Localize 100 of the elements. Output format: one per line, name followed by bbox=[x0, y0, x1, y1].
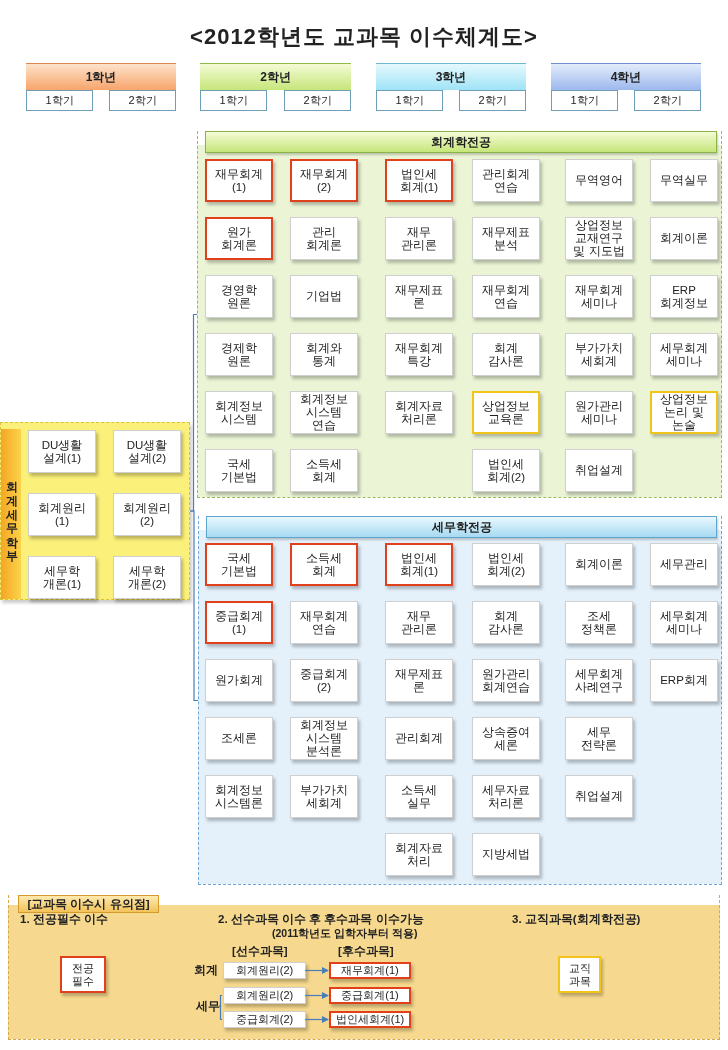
required-course-box: 법인세회계(1) bbox=[329, 1011, 411, 1028]
course-box: 세무회계 사례연구 bbox=[565, 659, 633, 702]
bracket-line bbox=[218, 994, 223, 1007]
course-box: 재무 관리론 bbox=[385, 217, 453, 260]
course-box: 회계정보 시스템 연습 bbox=[290, 391, 358, 434]
course-box: 회계와 통계 bbox=[290, 333, 358, 376]
school-panel bbox=[0, 422, 190, 600]
course-box: 조세론 bbox=[205, 717, 273, 760]
course-box: 세무회계 세미나 bbox=[650, 333, 718, 376]
required-course-box: 법인세 회계(1) bbox=[385, 159, 453, 202]
course-box: 회계이론 bbox=[650, 217, 718, 260]
course-box: 지방세법 bbox=[472, 833, 540, 876]
section-heading: 1. 전공필수 이수 bbox=[20, 912, 108, 927]
course-box: 회계정보 시스템 분석론 bbox=[290, 717, 358, 760]
year-header-box bbox=[376, 63, 526, 110]
course-box: 재무회계 특강 bbox=[385, 333, 453, 376]
course-box: 취업설계 bbox=[565, 449, 633, 492]
major-panel bbox=[197, 131, 722, 498]
course-box: 재무제표 론 bbox=[385, 659, 453, 702]
teaching-course-box: 교직 과목 bbox=[558, 956, 601, 993]
semester-box: 1학기 bbox=[200, 90, 267, 111]
course-box: 상속증여 세론 bbox=[472, 717, 540, 760]
course-box: 조세 정책론 bbox=[565, 601, 633, 644]
notes-heading-tab: [교과목 이수시 유의점] bbox=[18, 895, 159, 913]
arrow bbox=[304, 992, 329, 999]
bracket-line bbox=[189, 510, 199, 702]
course-box: 부가가치 세회계 bbox=[290, 775, 358, 818]
course-box: 회계정보 시스템론 bbox=[205, 775, 273, 818]
arrow bbox=[304, 967, 329, 974]
diagram-title: <2012학년도 교과목 이수체계도> bbox=[189, 23, 539, 51]
course-box: 세무자료 처리론 bbox=[472, 775, 540, 818]
course-box: 세무학 개론(2) bbox=[113, 556, 181, 599]
semester-box: 2학기 bbox=[634, 90, 701, 111]
year-label: 1학년 bbox=[84, 68, 118, 86]
required-course-box: 중급회계(1) bbox=[329, 987, 411, 1004]
course-box: 회계원리 (1) bbox=[28, 493, 96, 536]
teaching-course-box: 상업정보 논리 및 논술 bbox=[650, 391, 718, 434]
note-text: (2011학년도 입학자부터 적용) bbox=[272, 927, 418, 941]
required-course-box: 재무회계 (2) bbox=[290, 159, 358, 202]
course-box: 세무학 개론(1) bbox=[28, 556, 96, 599]
course-box: 재무회계 세미나 bbox=[565, 275, 633, 318]
year-label: 3학년 bbox=[434, 68, 468, 86]
course-box: 원가관리 세미나 bbox=[565, 391, 633, 434]
course-box: 원가회계 bbox=[205, 659, 273, 702]
course-box: 재무회계 연습 bbox=[472, 275, 540, 318]
course-box: 원가관리 회계연습 bbox=[472, 659, 540, 702]
major-panel bbox=[198, 516, 722, 885]
required-course-box: 중급회계 (1) bbox=[205, 601, 273, 644]
course-box: ERP회계 bbox=[650, 659, 718, 702]
course-box: 중급회계 (2) bbox=[290, 659, 358, 702]
course-box: 법인세 회계(2) bbox=[472, 543, 540, 586]
course-box: 재무 관리론 bbox=[385, 601, 453, 644]
course-box: 세무 전략론 bbox=[565, 717, 633, 760]
course-box: 무역실무 bbox=[650, 159, 718, 202]
year-label: 4학년 bbox=[609, 68, 643, 86]
required-course-box: 전공 필수 bbox=[60, 956, 106, 993]
course-box: 중급회계(2) bbox=[223, 1011, 306, 1028]
course-box: 회계자료 처리 bbox=[385, 833, 453, 876]
semester-box: 2학기 bbox=[109, 90, 176, 111]
course-box: 회계자료 처리론 bbox=[385, 391, 453, 434]
year-label: 2학년 bbox=[259, 68, 292, 86]
course-box: 국세 기본법 bbox=[205, 449, 273, 492]
school-heading-bar: 회계세무학부 bbox=[1, 429, 21, 599]
arrow bbox=[304, 1016, 329, 1023]
course-box: 경제학 원론 bbox=[205, 333, 273, 376]
course-box: 회계원리(2) bbox=[223, 962, 306, 979]
required-course-box: 재무회계 (1) bbox=[205, 159, 273, 202]
required-course-box: 법인세 회계(1) bbox=[385, 543, 453, 586]
course-box: 취업설계 bbox=[565, 775, 633, 818]
course-box: 기업법 bbox=[290, 275, 358, 318]
course-box: 부가가치 세회계 bbox=[565, 333, 633, 376]
course-box: 회계원리 (2) bbox=[113, 493, 181, 536]
year-header-box bbox=[200, 63, 351, 110]
required-course-box: 원가 회계론 bbox=[205, 217, 273, 260]
course-box: 관리 회계론 bbox=[290, 217, 358, 260]
course-box: 회계 감사론 bbox=[472, 601, 540, 644]
required-course-box: 국세 기본법 bbox=[205, 543, 273, 586]
required-course-box: 재무회계(1) bbox=[329, 962, 411, 979]
semester-box: 1학기 bbox=[551, 90, 618, 111]
course-box: 재무제표 분석 bbox=[472, 217, 540, 260]
course-box: 세무관리 bbox=[650, 543, 718, 586]
course-box: 세무회계 세미나 bbox=[650, 601, 718, 644]
course-box: 법인세 회계(2) bbox=[472, 449, 540, 492]
column-heading: [선수과목] bbox=[232, 944, 288, 959]
section-heading: 3. 교직과목(회계학전공) bbox=[512, 912, 641, 927]
semester-box: 2학기 bbox=[284, 90, 351, 111]
course-box: DU생활 설계(2) bbox=[113, 430, 181, 473]
course-box: 회계정보 시스템 bbox=[205, 391, 273, 434]
course-box: 회계원리(2) bbox=[223, 987, 306, 1004]
bracket-line bbox=[218, 1005, 223, 1021]
column-heading: [후수과목] bbox=[338, 944, 394, 959]
course-box: 재무제표 론 bbox=[385, 275, 453, 318]
course-box: 재무회계 연습 bbox=[290, 601, 358, 644]
semester-box: 1학기 bbox=[26, 90, 93, 111]
course-box: 소득세 실무 bbox=[385, 775, 453, 818]
group-label: 세무 bbox=[196, 999, 220, 1013]
major-heading-bar: 회계학전공 bbox=[205, 131, 717, 153]
course-box: 회계 감사론 bbox=[472, 333, 540, 376]
course-box: 회계이론 bbox=[565, 543, 633, 586]
group-label: 회계 bbox=[194, 963, 218, 978]
